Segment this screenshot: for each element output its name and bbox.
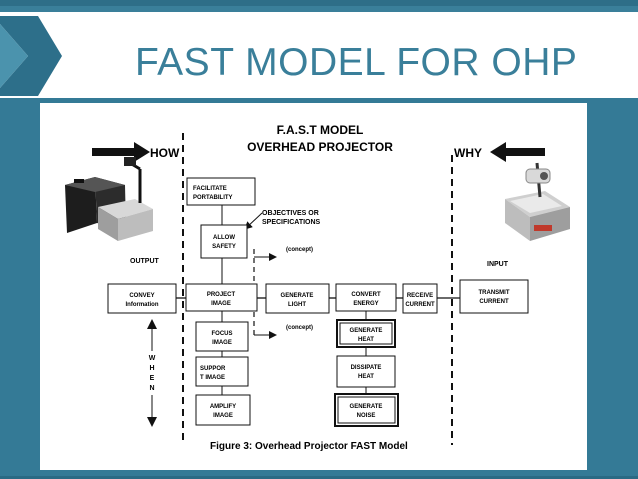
overhead-projector-icon xyxy=(505,162,570,241)
function-box-dissipate-heat: DISSIPATE HEAT xyxy=(336,355,396,388)
svg-text:TRANSMIT: TRANSMIT xyxy=(479,290,510,296)
portable-projector-icon xyxy=(65,157,153,241)
top-band-stripe xyxy=(0,0,638,6)
function-box-receive-current: RECEIVE CURRENT xyxy=(402,283,438,314)
svg-text:LIGHT: LIGHT xyxy=(288,302,306,308)
slide-title: FAST MODEL FOR OHP xyxy=(135,41,578,84)
svg-text:GENERATE: GENERATE xyxy=(350,328,383,334)
concept-top-label: (concept) xyxy=(286,247,313,253)
svg-text:IMAGE: IMAGE xyxy=(211,301,231,307)
svg-text:RECEIVE: RECEIVE xyxy=(407,293,433,299)
svg-text:CURRENT: CURRENT xyxy=(405,302,435,308)
function-box-convey-information: CONVEY Information xyxy=(107,283,177,314)
input-label: INPUT xyxy=(487,261,509,268)
svg-text:FACILITATE: FACILITATE xyxy=(193,186,227,192)
svg-text:IMAGE: IMAGE xyxy=(212,340,232,346)
why-arrow-icon xyxy=(490,142,545,162)
svg-text:GENERATE: GENERATE xyxy=(281,293,314,299)
svg-text:CURRENT: CURRENT xyxy=(479,299,509,305)
function-box-amplify-image: AMPLIFY IMAGE xyxy=(195,394,251,426)
svg-text:CONVERT: CONVERT xyxy=(351,292,381,298)
top-band xyxy=(0,0,638,12)
svg-text:GENERATE: GENERATE xyxy=(350,404,383,410)
svg-text:HEAT: HEAT xyxy=(358,337,374,343)
chevron-arrow-icon xyxy=(0,16,70,96)
function-box-support-image: SUPPOR T IMAGE xyxy=(195,356,249,387)
function-box-focus-image: FOCUS IMAGE xyxy=(195,321,249,352)
svg-text:NOISE: NOISE xyxy=(357,413,376,419)
svg-text:ENERGY: ENERGY xyxy=(353,301,378,307)
when-letter: N xyxy=(149,385,154,392)
title-divider xyxy=(0,96,638,98)
function-box-project-image: PROJECT IMAGE xyxy=(185,283,258,312)
how-arrow-icon xyxy=(92,142,150,162)
function-box-generate-heat: GENERATE HEAT xyxy=(336,319,396,348)
why-label: WHY xyxy=(454,146,482,160)
diagram-title-line2: OVERHEAD PROJECTOR xyxy=(247,140,393,154)
svg-text:CONVEY: CONVEY xyxy=(129,293,154,299)
objectives-label-line2: SPECIFICATIONS xyxy=(262,219,321,226)
function-box-transmit-current: TRANSMIT CURRENT xyxy=(459,279,529,314)
svg-text:SUPPOR: SUPPOR xyxy=(200,366,226,372)
when-letter: E xyxy=(150,375,155,382)
concept-bottom-label: (concept) xyxy=(286,325,313,331)
when-arrow-icon xyxy=(146,319,158,427)
function-box-generate-light: GENERATE LIGHT xyxy=(265,283,330,314)
svg-text:PORTABILITY: PORTABILITY xyxy=(193,195,233,201)
svg-text:SAFETY: SAFETY xyxy=(212,244,236,250)
fast-diagram: F.A.S.T MODEL OVERHEAD PROJECTOR HOW WHY xyxy=(65,123,570,452)
svg-text:IMAGE: IMAGE xyxy=(213,413,233,419)
how-label: HOW xyxy=(150,146,180,160)
svg-text:FOCUS: FOCUS xyxy=(212,331,233,337)
diagram-title-line1: F.A.S.T MODEL xyxy=(277,123,364,137)
svg-text:HEAT: HEAT xyxy=(358,374,374,380)
fast-diagram-figure: F.A.S.T MODEL OVERHEAD PROJECTOR HOW WHY xyxy=(40,103,587,470)
svg-text:PROJECT: PROJECT xyxy=(207,292,236,298)
when-letter: H xyxy=(149,365,154,372)
objectives-label-line1: OBJECTIVES OR xyxy=(262,210,319,217)
svg-text:AMPLIFY: AMPLIFY xyxy=(210,404,236,410)
figure-caption: Figure 3: Overhead Projector FAST Model xyxy=(210,441,408,452)
svg-text:T IMAGE: T IMAGE xyxy=(200,375,225,381)
svg-text:Information: Information xyxy=(126,302,159,308)
output-label: OUTPUT xyxy=(130,258,160,265)
function-box-allow-safety: ALLOW SAFETY xyxy=(200,224,248,259)
function-box-facilitate-portability: FACILITATE PORTABILITY xyxy=(186,177,256,206)
bottom-band xyxy=(0,476,638,479)
function-box-convert-energy: CONVERT ENERGY xyxy=(335,283,397,312)
function-box-generate-noise: GENERATE NOISE xyxy=(334,393,399,427)
svg-text:DISSIPATE: DISSIPATE xyxy=(351,365,382,371)
when-letter: W xyxy=(149,355,156,362)
svg-text:ALLOW: ALLOW xyxy=(213,235,235,241)
